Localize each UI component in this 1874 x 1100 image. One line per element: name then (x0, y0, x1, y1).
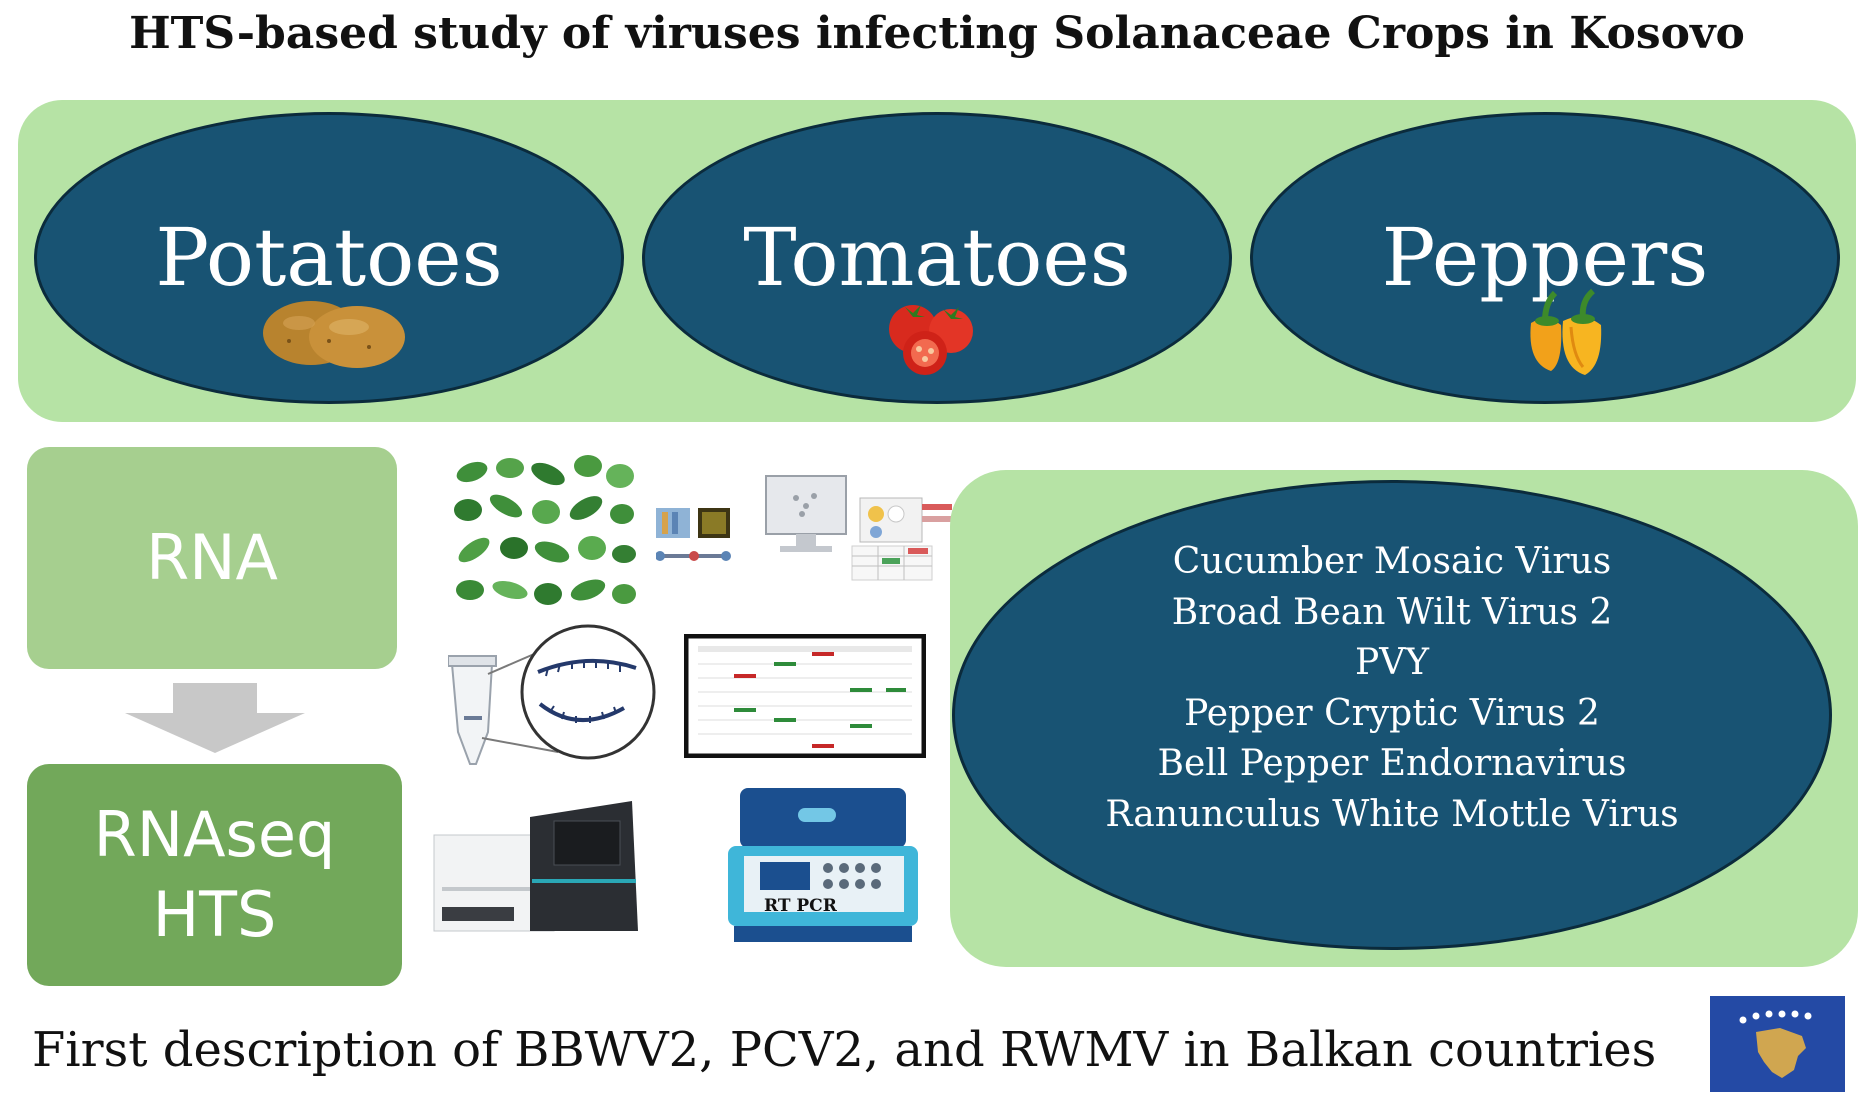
crop-oval-peppers: Peppers (1250, 112, 1840, 404)
virus-oval (952, 480, 1832, 950)
virus-list: Cucumber Mosaic Virus Broad Bean Wilt Vi… (952, 537, 1832, 840)
footer-text: First description of BBWV2, PCV2, and RW… (32, 1022, 1657, 1078)
data-table-illustration (684, 634, 926, 758)
virus-item: Bell Pepper Endornavirus (1157, 743, 1627, 784)
virus-item: Broad Bean Wilt Virus 2 (1171, 591, 1613, 633)
page-title: HTS-based study of viruses infecting Sol… (129, 8, 1745, 59)
leaf-samples-illustration (454, 455, 636, 605)
rnaseq-label: RNAseq (93, 798, 336, 871)
rtpcr-machine-illustration: RT PCR (724, 786, 922, 944)
virus-item: Cucumber Mosaic Virus (1172, 541, 1612, 582)
crop-label-potatoes: Potatoes (155, 211, 503, 304)
crop-oval-tomatoes: Tomatoes (642, 112, 1232, 404)
sequencing-workflow-illustration (656, 475, 952, 581)
pcr-machine-icon (728, 788, 918, 942)
tomato-icon (889, 305, 973, 375)
crop-oval-potatoes: Potatoes (34, 112, 624, 404)
kosovo-flag-icon (1710, 996, 1845, 1092)
crop-band: Potatoes Tomatoes Peppers (18, 100, 1856, 422)
crop-label-tomatoes: Tomatoes (743, 211, 1131, 304)
virus-item: Ranunculus White Mottle Virus (1105, 793, 1679, 835)
hts-label: HTS (152, 878, 277, 951)
pepper-icon (1530, 288, 1602, 375)
virus-item: PVY (1355, 642, 1429, 683)
potato-icon (263, 301, 405, 368)
rna-label: RNA (146, 521, 278, 594)
rna-box: RNA (27, 447, 397, 669)
rnaseq-hts-box: RNAseq HTS (27, 764, 402, 986)
down-arrow-icon (125, 683, 305, 753)
rtpcr-label: RT PCR (764, 896, 837, 916)
crop-label-peppers: Peppers (1381, 211, 1709, 304)
sequencer-illustration (433, 801, 638, 932)
rna-tube-illustration (448, 624, 656, 765)
virus-item: Pepper Cryptic Virus 2 (1184, 692, 1600, 734)
